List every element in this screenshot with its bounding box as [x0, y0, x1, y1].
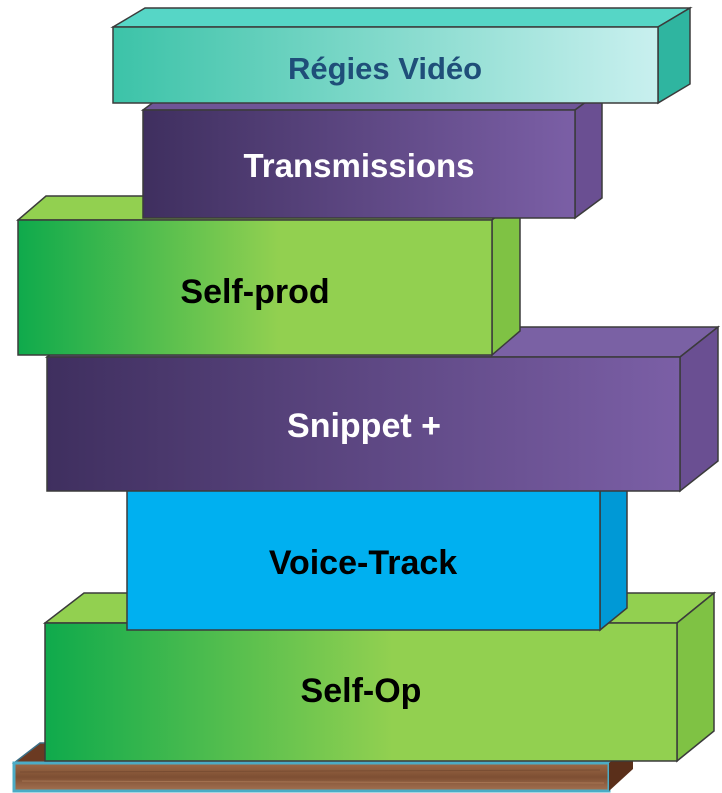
- block-label-voice-track: Voice-Track: [269, 544, 457, 582]
- block-label-snippet-plus: Snippet +: [287, 407, 441, 445]
- block-self-prod: Self-prod: [15, 194, 523, 357]
- block-label-regies-video: Régies Vidéo: [288, 51, 482, 86]
- block-label-self-op: Self-Op: [301, 672, 422, 710]
- block-label-transmissions: Transmissions: [243, 147, 474, 184]
- block-voice-track: Voice-Track: [124, 466, 630, 632]
- block-regies-video: Régies Vidéo: [110, 6, 693, 105]
- block-label-self-prod: Self-prod: [180, 273, 329, 311]
- block-transmissions: Transmissions: [140, 88, 605, 220]
